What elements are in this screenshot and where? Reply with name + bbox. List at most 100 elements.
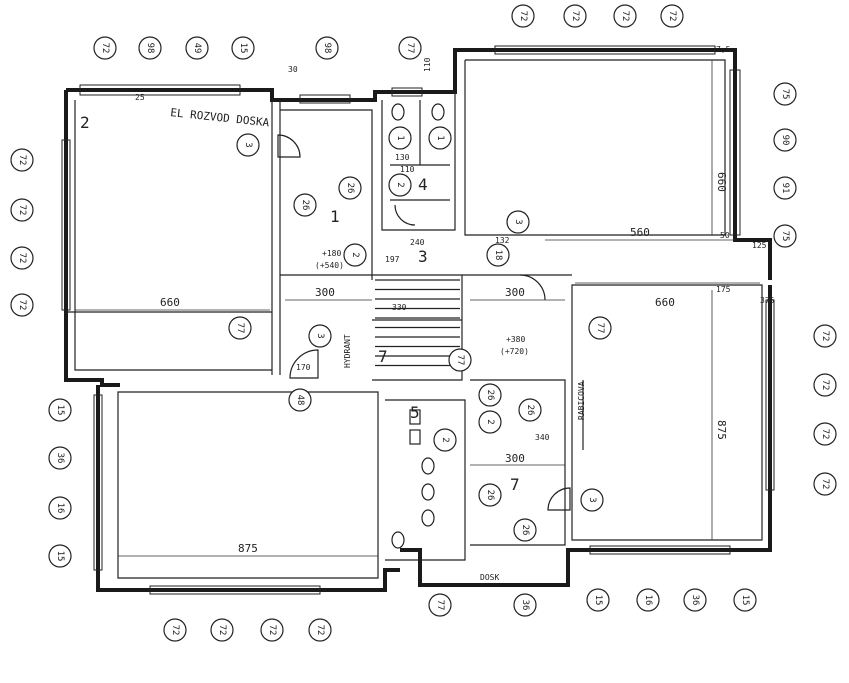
tag-circle — [428, 593, 452, 617]
dim-660-vert: 660 — [715, 172, 728, 192]
tag-text: 49 — [192, 43, 202, 54]
fixture-wc-5 — [421, 457, 435, 475]
tag-circle — [433, 428, 457, 452]
tag-t54: 2 — [388, 173, 412, 197]
dim-50: 50 — [720, 231, 730, 240]
tag-text: 26 — [345, 183, 355, 194]
wall-wc-block — [381, 92, 456, 231]
room-number-2: 2 — [80, 113, 90, 132]
tag-t06: 77 — [398, 36, 422, 60]
tag-t08: 72 — [563, 4, 587, 28]
tag-text: 1 — [395, 135, 405, 140]
tag-t56: 1 — [428, 126, 452, 150]
tag-t40: 72 — [308, 618, 332, 642]
tag-circle — [613, 4, 637, 28]
fixture-basin-2 — [409, 429, 421, 445]
tag-circle — [388, 126, 412, 150]
tag-circle — [398, 36, 422, 60]
text-labels: EL ROZVOD DOSKA HYDRANT RABICOVA DOSK 7,… — [170, 45, 731, 582]
tag-text: 18 — [493, 250, 503, 261]
dim-340: 340 — [535, 433, 550, 442]
tag-text: 15 — [55, 405, 65, 416]
tag-text: 26 — [520, 525, 530, 536]
tag-text: 15 — [238, 43, 248, 54]
doors — [277, 134, 571, 511]
dim-330: 330 — [392, 303, 407, 312]
tag-text: 72 — [820, 429, 830, 440]
label-110: 110 — [423, 57, 432, 72]
tag-text: 98 — [322, 43, 332, 54]
dim-240: 240 — [410, 238, 425, 247]
tag-circle — [236, 133, 260, 157]
dim-132: 132 — [495, 236, 510, 245]
tag-circle — [511, 4, 535, 28]
tag-text: 91 — [780, 183, 790, 194]
tag-circle — [478, 410, 502, 434]
wall-topright-room — [464, 59, 726, 236]
window-top-mid — [299, 94, 351, 104]
dim-25: 25 — [135, 93, 145, 102]
fixture-wc-6 — [421, 483, 435, 501]
tag-t30: 72 — [813, 373, 837, 397]
tag-t49: 26 — [518, 398, 542, 422]
tag-circle — [228, 316, 252, 340]
fixture-wc-1 — [391, 103, 405, 121]
dim-300-b: 300 — [505, 286, 525, 299]
tag-t02: 98 — [138, 36, 162, 60]
tag-circle — [48, 446, 72, 470]
wall-left-outer — [64, 90, 120, 387]
room-number-7a: 7 — [378, 347, 388, 366]
tag-text: 16 — [55, 503, 65, 514]
tag-text: 15 — [740, 595, 750, 606]
dim-125: 125 — [752, 241, 767, 250]
tag-circle — [813, 373, 837, 397]
dimension-lines — [75, 60, 760, 557]
window-top-wc — [391, 87, 423, 97]
tag-circle — [315, 36, 339, 60]
walls — [64, 48, 772, 592]
tag-text: 72 — [100, 43, 110, 54]
tag-text: 26 — [525, 405, 535, 416]
wall-room1-west — [74, 100, 272, 371]
tag-circle — [773, 176, 797, 200]
tag-text: 15 — [593, 595, 603, 606]
tag-circle — [138, 36, 162, 60]
wall-bottom-left-room — [96, 385, 400, 592]
tag-t25: 77 — [588, 316, 612, 340]
tag-t09: 72 — [613, 4, 637, 28]
wall-room7 — [470, 379, 566, 546]
tag-text: 72 — [267, 625, 277, 636]
tag-t04: 15 — [231, 36, 255, 60]
window-left-upper — [61, 139, 71, 311]
tag-circle — [478, 383, 502, 407]
dim-110: 110 — [400, 165, 415, 174]
tag-t33: 15 — [48, 398, 72, 422]
tag-text: 77 — [235, 323, 245, 334]
tag-circle — [343, 243, 367, 267]
tag-text: 98 — [145, 43, 155, 54]
tag-circle — [10, 198, 34, 222]
tag-text: 16 — [643, 595, 653, 606]
tag-t05: 98 — [315, 36, 339, 60]
room-number-1: 1 — [330, 207, 340, 226]
tag-text: 72 — [620, 11, 630, 22]
tag-text: 26 — [485, 490, 495, 501]
tag-circle — [773, 224, 797, 248]
dim-540: (+540) — [315, 261, 344, 270]
tag-circle — [10, 246, 34, 270]
tag-text: 1 — [435, 135, 445, 140]
room-number-7b: 7 — [510, 475, 520, 494]
room-number-4: 4 — [418, 175, 428, 194]
tag-t32: 72 — [813, 472, 837, 496]
tag-circle — [388, 173, 412, 197]
dim-plus180: +180 — [322, 249, 341, 258]
fixture-wc-7 — [421, 509, 435, 527]
tag-text: 72 — [315, 625, 325, 636]
label-dosk: DOSK — [480, 573, 499, 582]
tag-text: 72 — [17, 300, 27, 311]
tag-text: 72 — [17, 205, 27, 216]
dim-720: (+720) — [500, 347, 529, 356]
tag-text: 15 — [55, 551, 65, 562]
tag-t51: 3 — [580, 488, 604, 512]
